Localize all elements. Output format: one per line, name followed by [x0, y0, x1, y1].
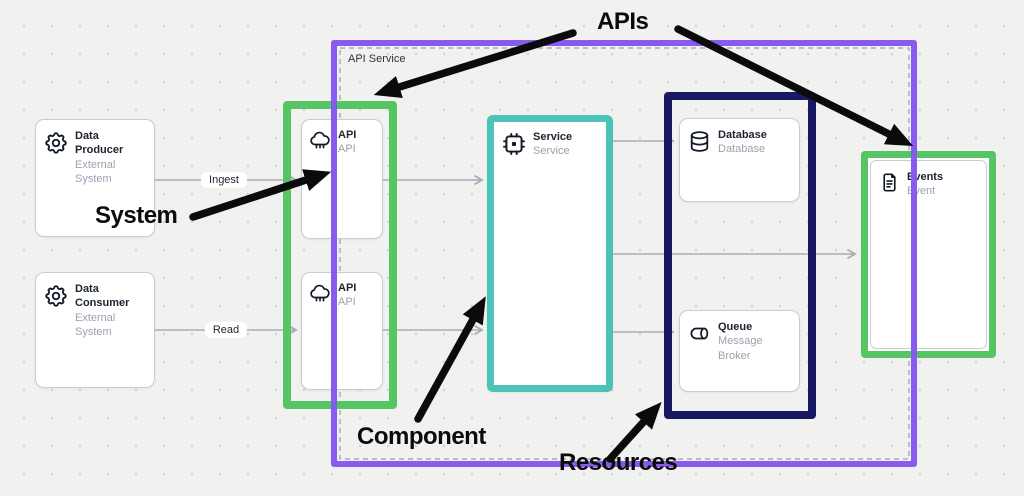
annotation-system: System [95, 202, 178, 229]
annotation-resources: Resources [559, 449, 678, 476]
node-subtitle: External System [75, 158, 116, 185]
gear-icon [43, 130, 69, 161]
cloud-icon [308, 129, 332, 158]
annotation-apis: APIs [597, 8, 649, 35]
node-title: Data Producer [75, 130, 124, 157]
edge-label-ingest: Ingest [201, 172, 247, 188]
api-service-container[interactable]: API Service [331, 40, 917, 467]
annotation-component: Component [357, 423, 486, 450]
node-subtitle: External System [75, 311, 116, 338]
node-data-producer[interactable]: Data Producer External System [35, 119, 155, 237]
node-title: Data Consumer [75, 283, 130, 310]
gear-icon [43, 283, 69, 314]
node-data-consumer[interactable]: Data Consumer External System [35, 272, 155, 388]
cloud-icon [308, 282, 332, 311]
api-service-label: API Service [348, 53, 406, 65]
edge-label-read: Read [204, 322, 248, 338]
